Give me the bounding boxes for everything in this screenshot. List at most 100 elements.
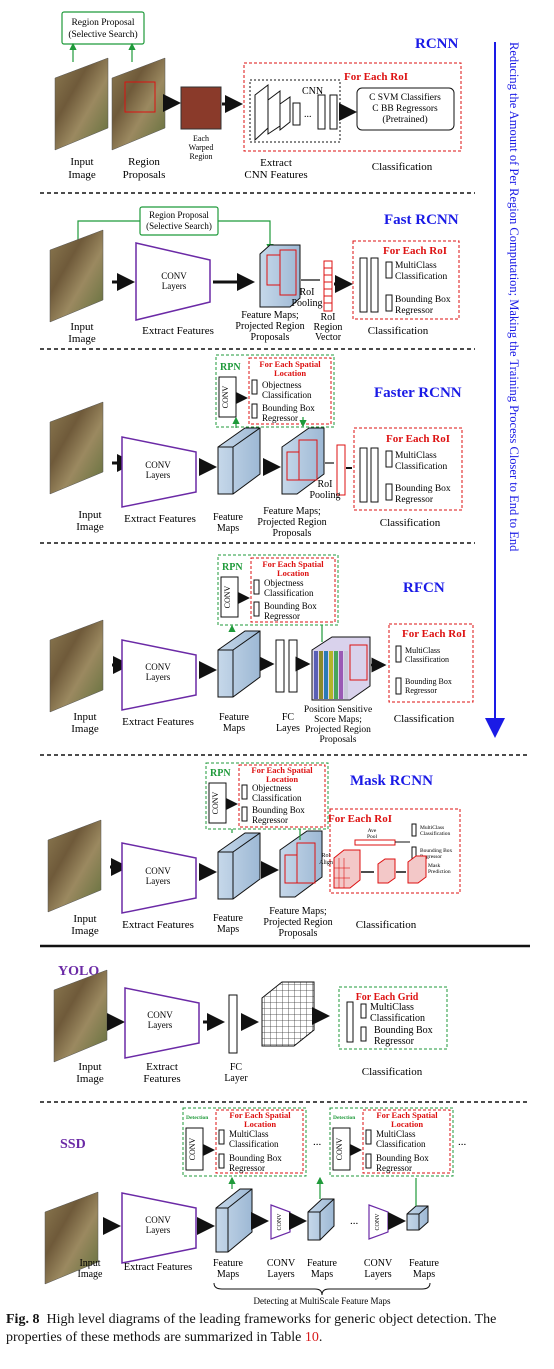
svg-text:Classification: Classification (362, 1066, 423, 1078)
svg-text:CONV: CONV (375, 1213, 381, 1231)
rfcn-score-maps (311, 636, 371, 701)
svg-text:Classification: Classification (368, 325, 429, 337)
caption-table-ref[interactable]: 10 (304, 1330, 319, 1345)
rcnn-cnn-layers: ... (254, 83, 338, 142)
svg-text:For Each RoI: For Each RoI (386, 433, 450, 445)
rcnn-panel: RCNN Region Proposal(Selective Search) I… (54, 11, 462, 181)
rcnn-proposal-line-2: (Selective Search) (68, 29, 137, 40)
svg-text:Extract Features: Extract Features (122, 716, 194, 728)
svg-text:Extract Features: Extract Features (124, 513, 196, 525)
svg-text:CONV: CONV (223, 585, 232, 608)
mask-roi-align-block (333, 849, 361, 889)
caption-text: High level diagrams of the leading frame… (6, 1312, 497, 1345)
svg-text:CNN: CNN (302, 86, 323, 97)
svg-text:...: ... (313, 1136, 322, 1148)
svg-text:...: ... (458, 1136, 467, 1148)
svg-text:Classification: Classification (356, 919, 417, 931)
svg-text:Extract Features: Extract Features (122, 919, 194, 931)
svg-text:Region Proposal(Selective Sear: Region Proposal(Selective Search) (146, 210, 212, 231)
svg-text:For Each RoI: For Each RoI (328, 813, 392, 825)
svg-text:RPN: RPN (220, 362, 241, 373)
svg-text:CONV: CONV (335, 1137, 344, 1160)
caption-label: Fig. 8 (6, 1312, 40, 1327)
caption-end: . (318, 1330, 323, 1345)
svg-text:CONV: CONV (188, 1137, 197, 1160)
svg-text:Region Proposal(Selective Sear: Region Proposal(Selective Search) (68, 18, 137, 40)
mask-rcnn-title: Mask RCNN (350, 773, 433, 789)
ssd-title: SSD (60, 1137, 86, 1152)
faster-rcnn-title: Faster RCNN (374, 385, 462, 401)
rcnn-proposal-image (111, 57, 166, 151)
rcnn-proposal-line-1: Region Proposal (71, 18, 134, 28)
svg-text:Detection: Detection (186, 1115, 208, 1121)
svg-text:CONV: CONV (221, 385, 230, 408)
side-label: Reducing the Amount of Per Region Comput… (507, 42, 521, 552)
yolo-grid-cube (261, 981, 315, 1047)
side-arrow: Reducing the Amount of Per Region Comput… (485, 42, 521, 738)
svg-text:...: ... (304, 109, 312, 120)
svg-text:For Each Grid: For Each Grid (356, 992, 419, 1003)
svg-text:RPN: RPN (210, 768, 231, 779)
svg-text:Classification: Classification (380, 517, 441, 529)
fast-rcnn-panel: Fast RCNN Region Proposal(Selective Sear… (49, 206, 460, 345)
fast-rcnn-title: Fast RCNN (384, 212, 459, 228)
svg-text:...: ... (350, 1215, 359, 1227)
rcnn-warped-region (180, 86, 222, 130)
svg-text:Detection: Detection (333, 1115, 355, 1121)
rcnn-title: RCNN (415, 36, 458, 52)
svg-text:RPN: RPN (222, 562, 243, 573)
svg-text:Detecting at MultiScale Featur: Detecting at MultiScale Feature Maps (254, 1296, 391, 1306)
svg-text:Classification: Classification (372, 161, 433, 173)
